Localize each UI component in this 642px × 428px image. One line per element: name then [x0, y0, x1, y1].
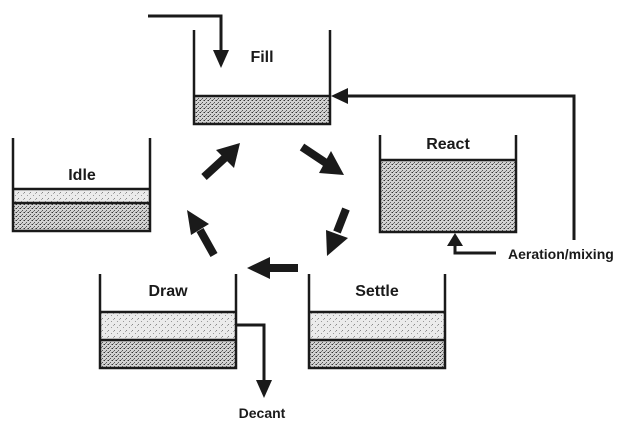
cycle-arrow-fill-to-react-icon [299, 143, 344, 175]
tank-fill: Fill [192, 30, 332, 126]
label-react: React [426, 136, 470, 153]
decant-arrow-icon [236, 323, 272, 398]
fill-tank-outline [192, 30, 332, 126]
settle-tank-outline [307, 274, 447, 370]
react-mixed-liquor [380, 160, 516, 232]
return-line-arrow-icon [331, 88, 576, 240]
cycle-arrow-react-to-settle-icon [326, 207, 350, 256]
idle-tank-outline [11, 138, 152, 233]
settle-supernatant-layer [309, 312, 445, 340]
idle-supernatant-layer [13, 189, 150, 203]
cycle-arrow-settle-to-draw-icon [247, 257, 298, 279]
cycle-arrow-idle-to-fill-icon [201, 143, 240, 180]
react-tank-outline [378, 135, 518, 234]
draw-sludge-layer [100, 340, 236, 368]
label-aeration-mixing: Aeration/mixing [508, 246, 614, 262]
aeration-arrow-icon [447, 233, 496, 255]
label-settle: Settle [355, 283, 399, 300]
idle-sludge-layer [13, 203, 150, 231]
label-fill: Fill [250, 49, 273, 66]
label-idle: Idle [68, 167, 96, 184]
draw-supernatant-layer [100, 312, 236, 340]
cycle-arrow-draw-to-idle-icon [187, 210, 218, 257]
tank-idle: Idle [11, 138, 152, 233]
tank-draw: Draw [98, 274, 238, 370]
label-decant: Decant [239, 405, 286, 421]
draw-tank-outline [98, 274, 238, 370]
influent-arrow-icon [148, 14, 229, 68]
label-draw: Draw [148, 283, 188, 300]
settle-sludge-layer [309, 340, 445, 368]
tank-settle: Settle [307, 274, 447, 370]
tank-react: React [378, 135, 518, 234]
fill-sludge-layer [194, 96, 330, 124]
